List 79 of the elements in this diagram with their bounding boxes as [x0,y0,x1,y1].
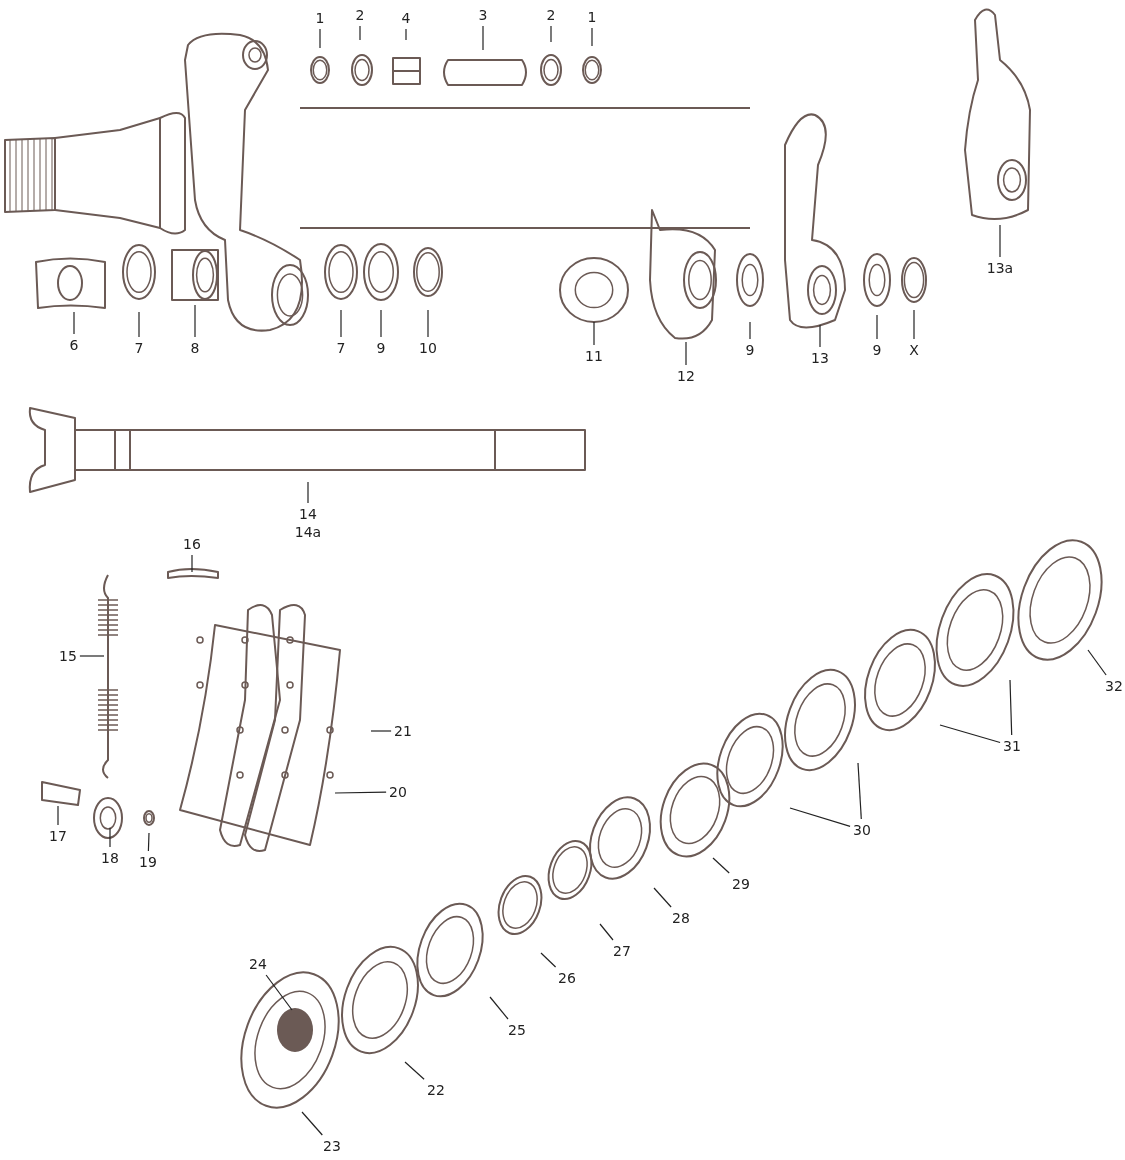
callout-number: 1 [586,8,598,26]
leader-line [138,311,140,338]
callout-number: 25 [507,1021,527,1039]
callout-number: 3 [477,6,489,24]
callout-number: 17 [48,827,68,845]
leader-line [999,224,1001,258]
leader-line [685,341,687,366]
leader-line [147,832,150,852]
callout-number: 19 [138,853,158,871]
callout-number: 29 [731,875,751,893]
leader-line [79,655,105,657]
leader-line [359,25,361,41]
leader-line [427,309,429,338]
callout-number: 12 [676,367,696,385]
leader-line [319,28,321,49]
callout-number: 1 [314,9,326,27]
leader-line [301,1111,323,1136]
leader-line [380,309,382,338]
callout-number: 22 [426,1081,446,1099]
callout-number: 9 [871,341,883,359]
leader-line [876,314,878,340]
callout-number: 24 [248,955,268,973]
callout-number: X [908,341,920,359]
leader-line [191,554,193,573]
callout-number: 13a [985,259,1015,277]
callout-number: 32 [1104,677,1124,695]
leader-line [265,974,293,1011]
leader-line [194,304,196,338]
leader-line [109,827,111,848]
leader-line [819,324,821,348]
leader-line [550,25,552,43]
leader-line [334,791,387,794]
callout-number: 31 [1002,737,1022,755]
leader-line [540,952,557,968]
callout-number: 4 [400,9,412,27]
leader-line [370,730,392,732]
callout-number: 9 [744,341,756,359]
leader-line [1009,679,1013,736]
callout-number: 21 [393,722,413,740]
callout-number: 18 [100,849,120,867]
leader-line [593,321,595,346]
leader-line [73,311,75,335]
callout-number: 28 [671,909,691,927]
callout-number: 20 [388,783,408,801]
callout-number: 11 [584,347,604,365]
callout-number: 13 [810,349,830,367]
leader-line [913,309,915,340]
callout-number: 15 [58,647,78,665]
callout-number: 7 [335,339,347,357]
callout-number: 30 [852,821,872,839]
callout-number: 14a [294,523,322,541]
leader-line [857,762,862,820]
callout-number: 14 [298,505,318,523]
leader-line [749,321,751,340]
leader-line [489,996,509,1020]
leader-line [307,481,309,504]
callout-number: 2 [545,6,557,24]
callout-number: 2 [354,6,366,24]
callout-number: 10 [418,339,438,357]
leader-line [482,25,484,51]
callout-number: 6 [68,336,80,354]
leader-line [404,1061,425,1080]
leader-line [939,724,1001,744]
leader-line [591,27,593,47]
leader-line [789,807,851,827]
callout-number: 9 [375,339,387,357]
callout-number: 26 [557,969,577,987]
callout-number: 7 [133,339,145,357]
callout-number: 23 [322,1137,342,1155]
leader-line [405,28,407,41]
leader-line [1087,649,1107,676]
leader-line [57,805,59,826]
callout-number: 8 [189,339,201,357]
leader-line [712,857,730,874]
callout-number: 16 [182,535,202,553]
callout-number: 27 [612,942,632,960]
leader-line [599,923,614,941]
leader-line [653,887,672,908]
leader-line [340,309,342,338]
